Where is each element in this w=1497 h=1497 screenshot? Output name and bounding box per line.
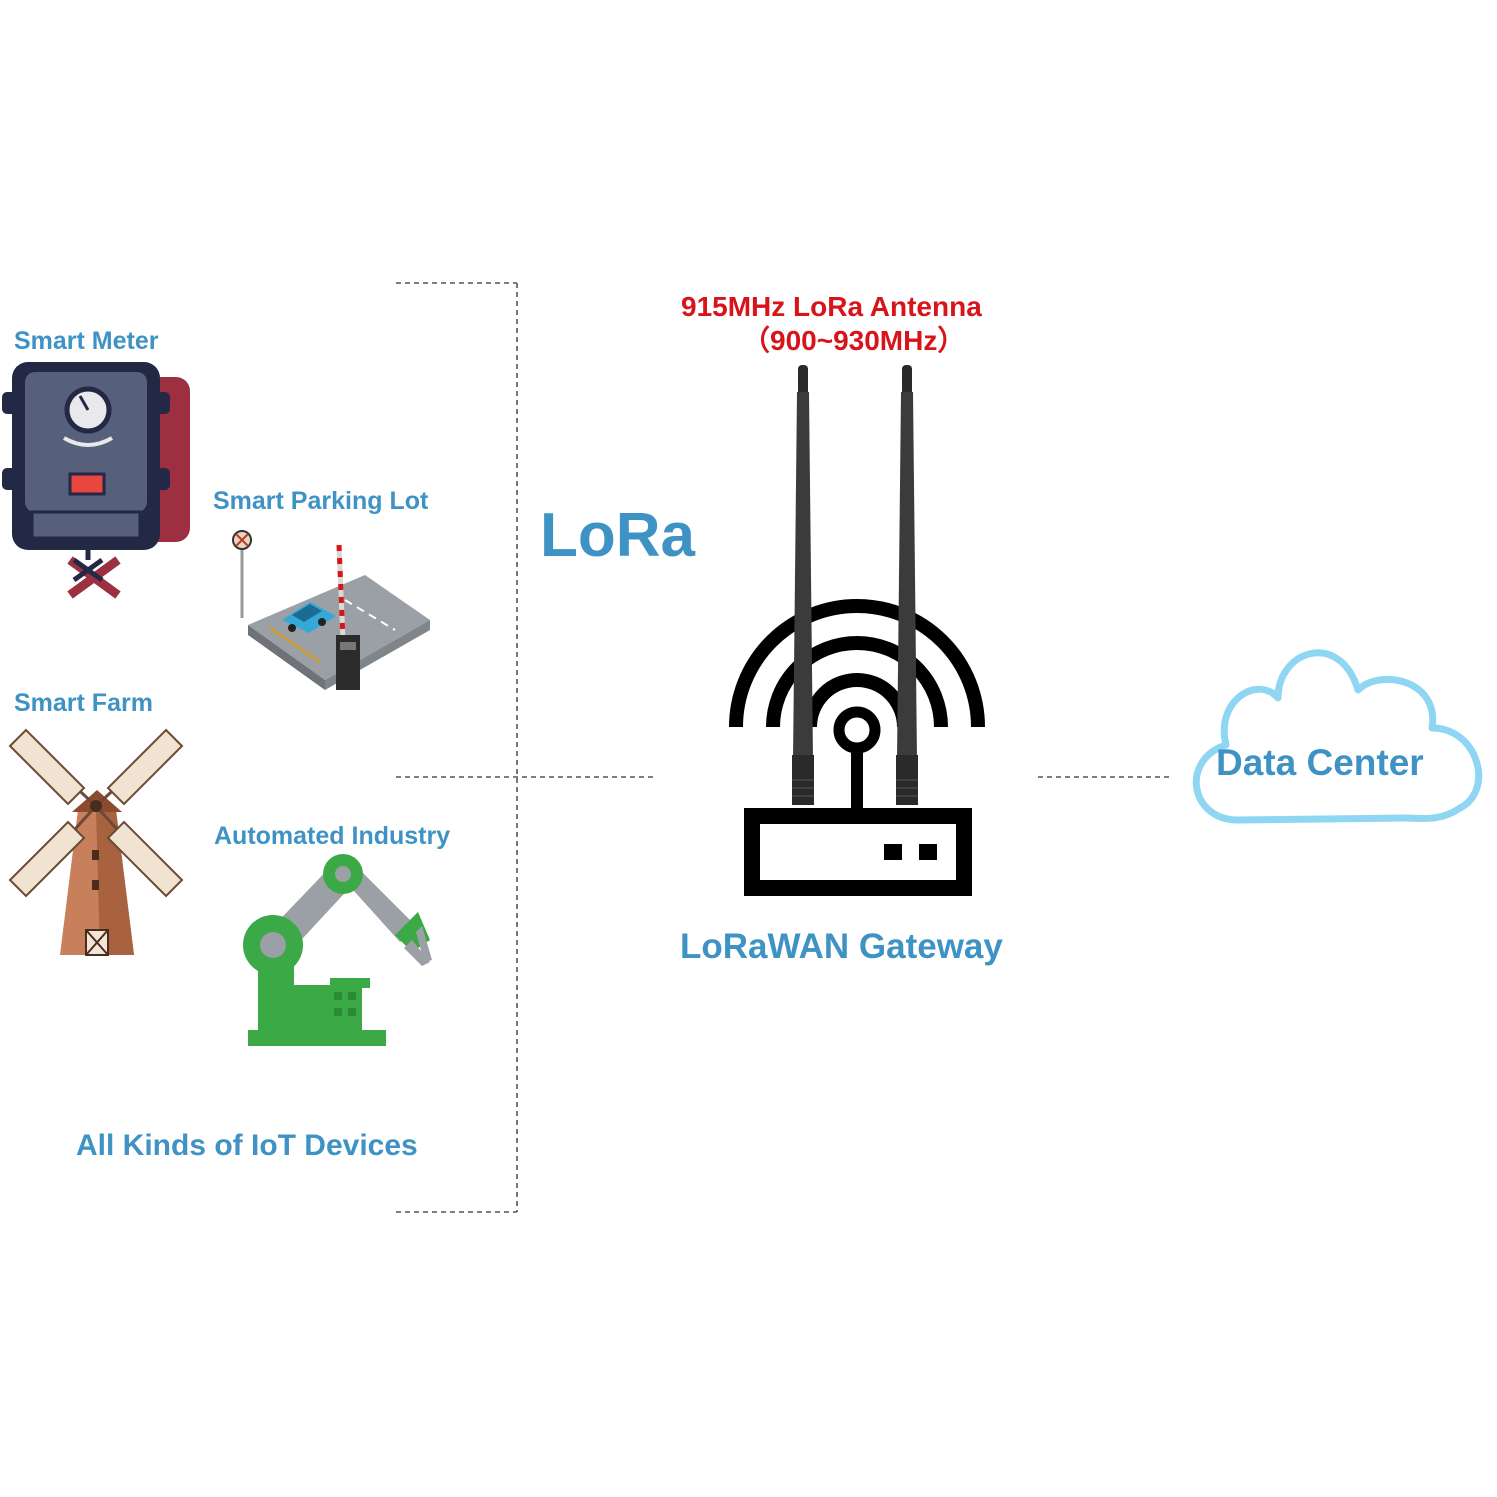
lora-label: LoRa xyxy=(540,501,695,570)
smart-farm-label: Smart Farm xyxy=(14,689,153,717)
data-center-label: Data Center xyxy=(1216,742,1424,783)
windmill-icon xyxy=(8,728,184,956)
connector-lines xyxy=(396,282,1172,1213)
smart-meter-label: Smart Meter xyxy=(14,327,159,355)
antenna-label: 915MHz LoRa Antenna xyxy=(681,291,982,322)
antenna-icon xyxy=(896,365,918,805)
gateway-label: LoRaWAN Gateway xyxy=(680,927,1003,966)
smart-parking-label: Smart Parking Lot xyxy=(213,487,429,515)
parking-lot-icon xyxy=(232,530,430,690)
cloud-icon xyxy=(1192,649,1483,824)
antenna-frequency-range: （900~930MHz） xyxy=(742,325,966,356)
iot-devices-caption: All Kinds of IoT Devices xyxy=(76,1129,418,1162)
robot-arm-icon xyxy=(243,854,432,1046)
gateway-router-icon xyxy=(729,599,985,896)
smart-meter-icon xyxy=(2,362,190,599)
antenna-icon xyxy=(792,365,814,805)
automated-industry-label: Automated Industry xyxy=(214,822,451,850)
